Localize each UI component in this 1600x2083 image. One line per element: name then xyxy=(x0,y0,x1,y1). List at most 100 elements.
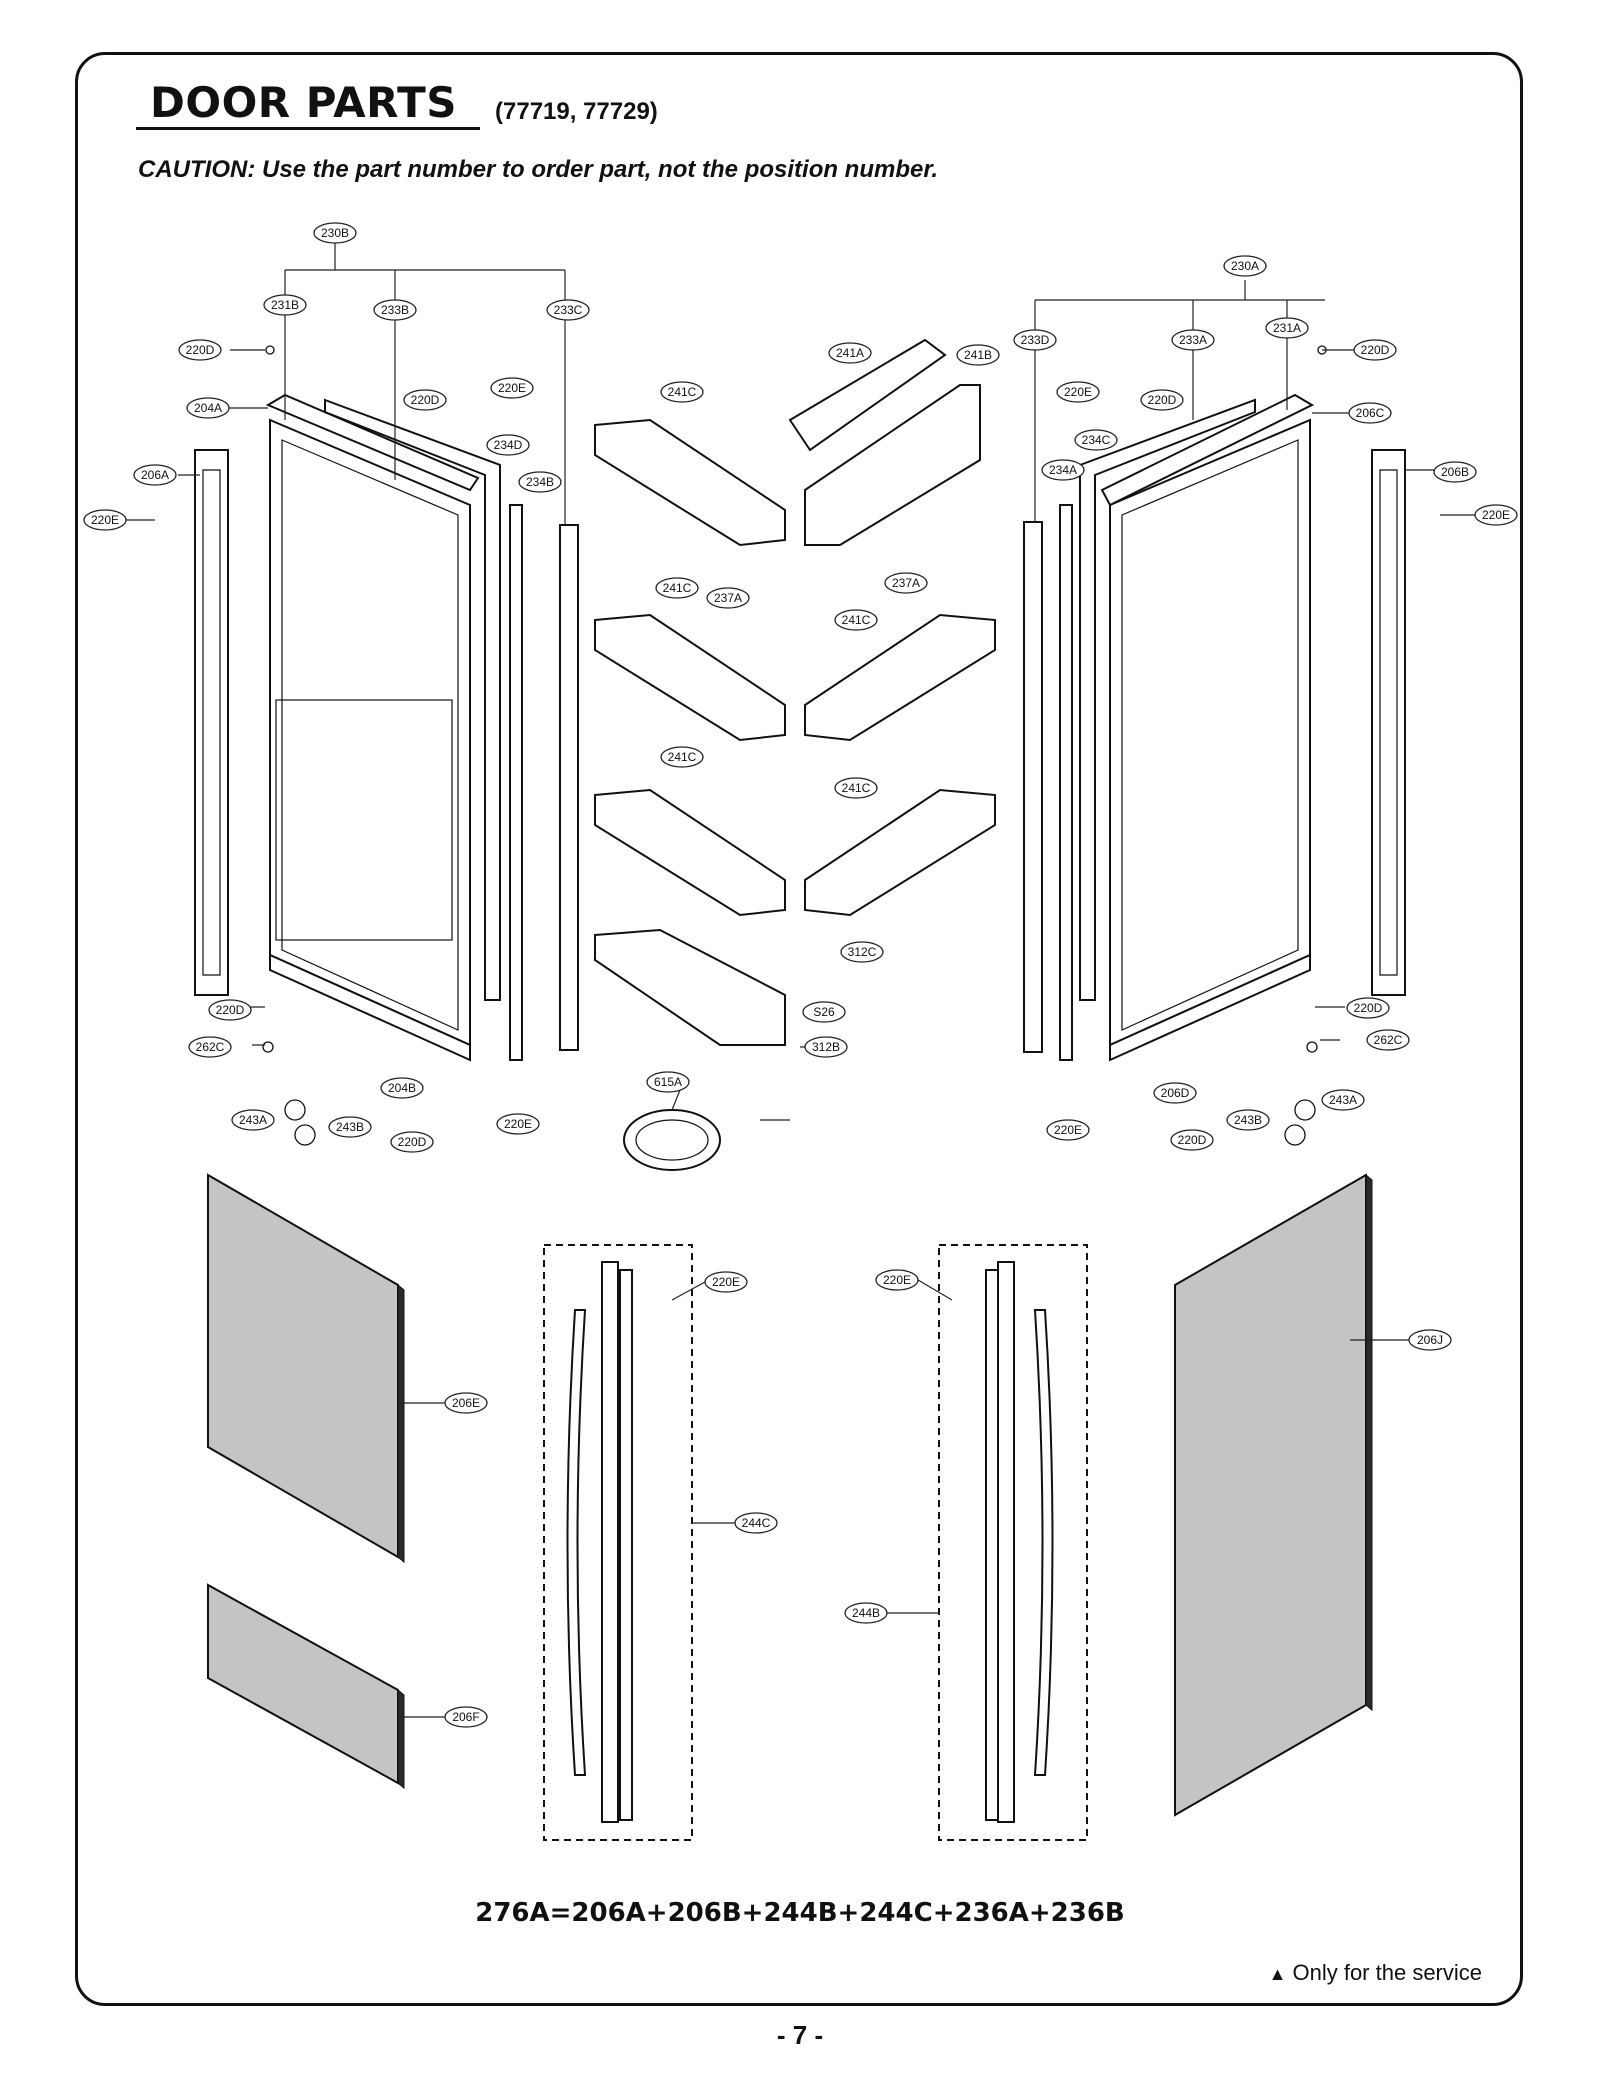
svg-text:206D: 206D xyxy=(1161,1086,1190,1100)
svg-text:233B: 233B xyxy=(381,303,409,317)
model-numbers: (77719, 77729) xyxy=(495,98,658,125)
svg-text:231A: 231A xyxy=(1273,321,1301,335)
svg-text:204B: 204B xyxy=(388,1081,416,1095)
part-label-243B: 243B xyxy=(328,1116,372,1138)
part-label-220E: 220E xyxy=(83,509,127,531)
svg-text:220D: 220D xyxy=(398,1135,427,1149)
part-label-231B: 231B xyxy=(263,294,307,316)
triangle-icon: ▲ xyxy=(1268,1964,1287,1984)
part-label-220D: 220D xyxy=(403,389,447,411)
svg-text:220E: 220E xyxy=(1054,1123,1082,1137)
part-label-220D: 220D xyxy=(1170,1129,1214,1151)
svg-text:220E: 220E xyxy=(883,1273,911,1287)
part-label-S26: S26 xyxy=(802,1001,846,1023)
part-label-220D: 220D xyxy=(1353,339,1397,361)
part-label-220D: 220D xyxy=(178,339,222,361)
part-label-206E: 206E xyxy=(444,1392,488,1414)
part-label-220E: 220E xyxy=(1056,381,1100,403)
part-label-243A: 243A xyxy=(231,1109,275,1131)
part-label-615A: 615A xyxy=(646,1071,690,1093)
part-label-206C: 206C xyxy=(1348,402,1392,424)
door-baskets xyxy=(594,338,996,1171)
part-label-241C: 241C xyxy=(660,746,704,768)
part-label-206A: 206A xyxy=(133,464,177,486)
svg-text:204A: 204A xyxy=(194,401,222,415)
part-label-220D: 220D xyxy=(208,999,252,1021)
part-label-234B: 234B xyxy=(518,471,562,493)
svg-text:233D: 233D xyxy=(1021,333,1050,347)
svg-text:312C: 312C xyxy=(848,945,877,959)
svg-text:220E: 220E xyxy=(712,1275,740,1289)
svg-text:206E: 206E xyxy=(452,1396,480,1410)
part-label-234D: 234D xyxy=(486,434,530,456)
svg-text:220E: 220E xyxy=(504,1117,532,1131)
part-label-220D: 220D xyxy=(1346,997,1390,1019)
part-label-241C: 241C xyxy=(660,381,704,403)
svg-text:231B: 231B xyxy=(271,298,299,312)
svg-text:241C: 241C xyxy=(842,613,871,627)
part-label-220E: 220E xyxy=(1474,504,1518,526)
part-label-220E: 220E xyxy=(704,1271,748,1293)
svg-text:233C: 233C xyxy=(554,303,583,317)
part-label-244B: 244B xyxy=(844,1602,888,1624)
part-label-206F: 206F xyxy=(444,1706,488,1728)
service-note: ▲Only for the service xyxy=(1269,1960,1482,1986)
door-panels xyxy=(207,1173,1373,1817)
part-label-206B: 206B xyxy=(1433,461,1477,483)
svg-text:220D: 220D xyxy=(1361,343,1390,357)
svg-text:206C: 206C xyxy=(1356,406,1385,420)
svg-text:206J: 206J xyxy=(1417,1333,1443,1347)
svg-text:262C: 262C xyxy=(196,1040,225,1054)
svg-text:243A: 243A xyxy=(239,1113,267,1127)
svg-text:241C: 241C xyxy=(668,385,697,399)
svg-text:230A: 230A xyxy=(1231,259,1259,273)
svg-text:S26: S26 xyxy=(813,1005,835,1019)
part-label-241C: 241C xyxy=(655,577,699,599)
svg-text:220D: 220D xyxy=(411,393,440,407)
svg-text:220D: 220D xyxy=(186,343,215,357)
hinge-hardware xyxy=(262,345,1327,1146)
svg-text:220D: 220D xyxy=(1148,393,1177,407)
part-label-241A: 241A xyxy=(828,342,872,364)
svg-text:262C: 262C xyxy=(1374,1033,1403,1047)
svg-text:237A: 237A xyxy=(892,576,920,590)
svg-text:312B: 312B xyxy=(812,1040,840,1054)
part-label-244C: 244C xyxy=(734,1512,778,1534)
svg-text:241C: 241C xyxy=(663,581,692,595)
part-label-204B: 204B xyxy=(380,1077,424,1099)
part-label-262C: 262C xyxy=(188,1036,232,1058)
caution-note: CAUTION: Use the part number to order pa… xyxy=(138,156,939,183)
svg-text:234B: 234B xyxy=(526,475,554,489)
svg-text:234D: 234D xyxy=(494,438,523,452)
page-title: DOOR PARTS xyxy=(150,78,458,127)
part-label-312C: 312C xyxy=(840,941,884,963)
svg-text:244C: 244C xyxy=(742,1516,771,1530)
svg-text:234C: 234C xyxy=(1082,433,1111,447)
title-underline xyxy=(136,127,480,130)
assembly-formula: 276A=206A+206B+244B+244C+236A+236B xyxy=(475,1898,1125,1928)
part-label-220E: 220E xyxy=(1046,1119,1090,1141)
part-label-237A: 237A xyxy=(706,587,750,609)
right-door-assembly xyxy=(1023,393,1406,1062)
part-label-233D: 233D xyxy=(1013,329,1057,351)
svg-text:244B: 244B xyxy=(852,1606,880,1620)
svg-text:220D: 220D xyxy=(216,1003,245,1017)
svg-text:234A: 234A xyxy=(1049,463,1077,477)
svg-text:220E: 220E xyxy=(498,381,526,395)
svg-text:241C: 241C xyxy=(842,781,871,795)
part-label-234A: 234A xyxy=(1041,459,1085,481)
svg-text:230B: 230B xyxy=(321,226,349,240)
svg-text:220E: 220E xyxy=(1064,385,1092,399)
part-label-233B: 233B xyxy=(373,299,417,321)
part-label-241C: 241C xyxy=(834,609,878,631)
svg-text:220E: 220E xyxy=(1482,508,1510,522)
part-label-220E: 220E xyxy=(875,1269,919,1291)
part-label-234C: 234C xyxy=(1074,429,1118,451)
part-label-231A: 231A xyxy=(1265,317,1309,339)
part-label-230B: 230B xyxy=(313,222,357,244)
svg-text:206B: 206B xyxy=(1441,465,1469,479)
svg-text:220D: 220D xyxy=(1354,1001,1383,1015)
svg-text:615A: 615A xyxy=(654,1075,682,1089)
part-label-220D: 220D xyxy=(390,1131,434,1153)
